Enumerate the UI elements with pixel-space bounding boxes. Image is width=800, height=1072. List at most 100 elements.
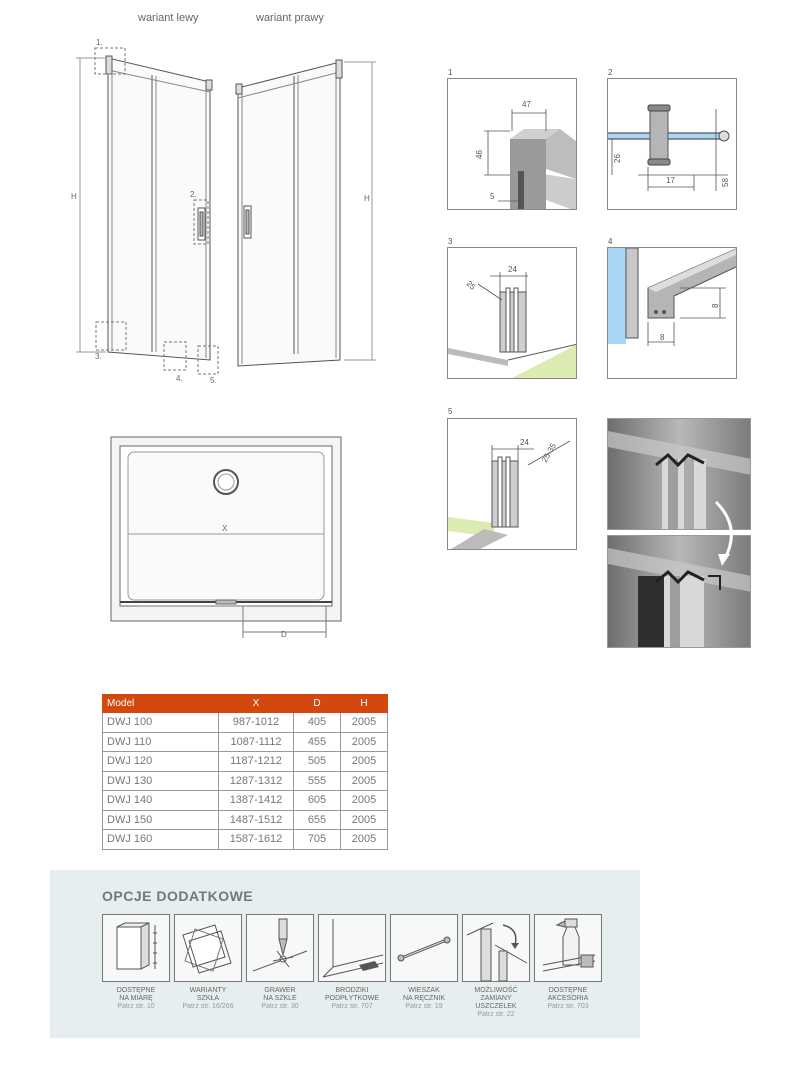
detail-2-dim-height: 26: [613, 154, 622, 163]
height-label-left: H: [71, 192, 77, 201]
cell-d: 405: [293, 712, 341, 733]
cell-h: 2005: [340, 731, 388, 752]
cell-model: DWJ 150: [102, 809, 219, 830]
table-row: DWJ 110 1087-1112 455 2005: [102, 731, 388, 752]
detail-2-dim-width: 17: [666, 176, 675, 185]
detail-5-dim-width: 24: [520, 438, 529, 447]
cell-x: 1487-1512: [218, 809, 294, 830]
option-label-line: NA MIARĘ: [119, 995, 153, 1002]
height-label-right: H: [364, 194, 370, 203]
option-page-ref: Patrz str. 703: [547, 1003, 589, 1010]
cell-x: 987-1012: [218, 712, 294, 733]
table-row: DWJ 100 987-1012 405 2005: [102, 712, 388, 733]
callout-1: 1.: [96, 38, 103, 47]
detail-3-dim-angle: 25: [465, 279, 478, 292]
accessories-spray-icon: [542, 918, 596, 972]
glass-variants-icon: [182, 924, 232, 974]
detail-2-dim-depth: 58: [721, 178, 730, 187]
options-title: OPCJE DODATKOWE: [102, 888, 254, 904]
dimensions-table: Model X D H DWJ 100 987-1012 405 2005 DW…: [102, 694, 388, 850]
cell-h: 2005: [340, 790, 388, 811]
detail-panel-3: 25 24: [447, 247, 577, 379]
option-label-line: USZCZELEK: [475, 1003, 517, 1010]
cell-d: 655: [293, 809, 341, 830]
cell-x: 1287-1312: [218, 770, 294, 791]
option-label-line: MOŻLIWOŚĆ: [474, 987, 518, 994]
tile-drain-icon: [322, 919, 384, 978]
variant-left-label: wariant lewy: [138, 12, 199, 24]
table-row: DWJ 120 1187-1212 505 2005: [102, 751, 388, 772]
rotation-arrow-icon: [714, 500, 733, 566]
detail-number-1: 1: [448, 68, 453, 77]
variant-right-label: wariant prawy: [256, 12, 324, 24]
detail-1-dim-gap: 5: [490, 192, 495, 201]
detail-number-5: 5: [448, 407, 453, 416]
cell-h: 2005: [340, 829, 388, 850]
option-page-ref: Patrz str. 707: [331, 1003, 373, 1010]
callout-2: 2.: [190, 190, 197, 199]
header-model: Model: [102, 694, 219, 713]
door-elevation-drawing: [76, 47, 376, 375]
cell-model: DWJ 140: [102, 790, 219, 811]
option-label-line: DOSTĘPNE: [116, 987, 156, 994]
cell-h: 2005: [340, 751, 388, 772]
cell-d: 555: [293, 770, 341, 791]
detail-3-dim-width: 24: [508, 265, 517, 274]
table-row: DWJ 160 1587-1612 705 2005: [102, 829, 388, 850]
cell-h: 2005: [340, 712, 388, 733]
cell-d: 505: [293, 751, 341, 772]
glass-engraving-icon: [252, 918, 308, 972]
header-x: X: [218, 694, 294, 713]
option-page-ref: Patrz str. 30: [261, 1003, 299, 1010]
option-page-ref: Patrz str. 16/266: [182, 1003, 234, 1010]
detail-4-dim-width: 8: [660, 333, 665, 342]
cell-model: DWJ 130: [102, 770, 219, 791]
seal-replacement-icon: [466, 922, 528, 982]
header-d: D: [293, 694, 341, 713]
cell-d: 705: [293, 829, 341, 850]
table-row: DWJ 140 1387-1412 605 2005: [102, 790, 388, 811]
detail-panel-2: 26 17 58: [607, 78, 737, 210]
cell-x: 1587-1612: [218, 829, 294, 850]
callout-4: 4.: [176, 374, 183, 383]
option-label-line: NA RĘCZNIK: [402, 995, 445, 1002]
cell-h: 2005: [340, 770, 388, 791]
made-to-measure-icon: [116, 922, 157, 970]
option-page-ref: Patrz str. 22: [477, 1011, 515, 1018]
gasket-photo-top: [607, 418, 751, 530]
detail-number-4: 4: [608, 237, 613, 246]
detail-number-2: 2: [608, 68, 613, 77]
option-label-line: WIESZAK: [408, 987, 440, 994]
option-label-line: PODPŁYTKOWE: [324, 995, 380, 1002]
cell-x: 1087-1112: [218, 731, 294, 752]
cell-x: 1387-1412: [218, 790, 294, 811]
option-label-line: NA SZKLE: [263, 995, 297, 1002]
cell-model: DWJ 100: [102, 712, 219, 733]
cell-model: DWJ 160: [102, 829, 219, 850]
header-h: H: [340, 694, 388, 713]
detail-4-dim-height: 8: [711, 303, 720, 308]
detail-number-3: 3: [448, 237, 453, 246]
detail-1-dim-height: 46: [475, 150, 484, 159]
option-page-ref: Patrz str. 19: [405, 1003, 443, 1010]
plan-label-d: D: [281, 630, 287, 639]
option-label-line: BRODZIKI: [335, 987, 369, 994]
detail-1-dim-width: 47: [522, 100, 531, 109]
detail-panel-5: 24 25-35: [447, 418, 577, 550]
table-row: DWJ 130 1287-1312 555 2005: [102, 770, 388, 791]
detail-panel-1: 47 46 5: [447, 78, 577, 210]
option-label-line: SZKŁA: [196, 995, 220, 1002]
detail-5-dim-range: 25-35: [540, 441, 558, 464]
cell-h: 2005: [340, 809, 388, 830]
cell-model: DWJ 120: [102, 751, 219, 772]
cell-x: 1187-1212: [218, 751, 294, 772]
option-label-line: GRAWER: [264, 987, 296, 994]
